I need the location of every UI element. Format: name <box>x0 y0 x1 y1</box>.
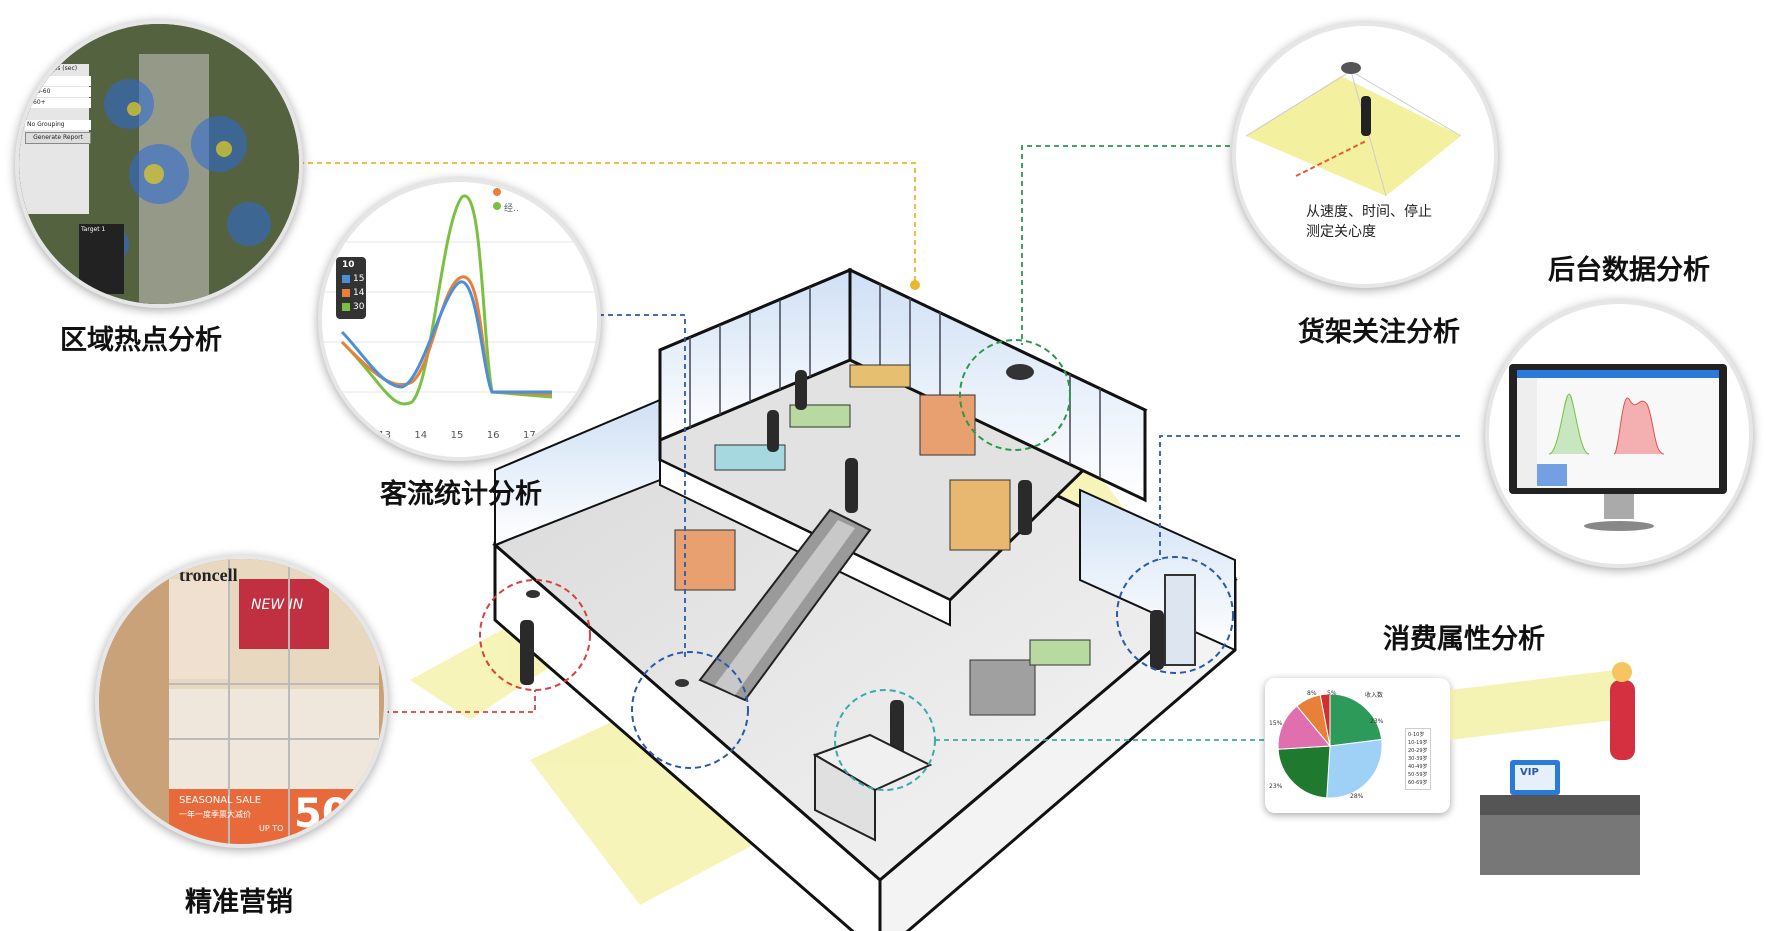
sale-subtext: 一年一度季票大减价 <box>179 810 251 819</box>
escalator <box>698 508 872 702</box>
camera-icons <box>526 364 1034 687</box>
yellow-connector-dot <box>910 280 920 290</box>
upto-text: UP TO <box>259 824 284 833</box>
heatmap-circle: Groups (sec) 0-30 30-60 60+ No Grouping … <box>15 20 303 308</box>
heatmap-image <box>19 24 299 304</box>
x-axis-ticks: 12 13 14 15 16 17 18 <box>342 430 572 441</box>
tooltip-x: 10 <box>342 260 355 270</box>
lower-floor <box>492 393 1238 931</box>
legend-title: 收入数 <box>1365 692 1384 699</box>
shelf-caption-line1: 从速度、时间、停止 <box>1306 204 1432 220</box>
legend-item: 40-49岁 <box>1408 764 1428 770</box>
legend-item: 60-69岁 <box>1408 780 1428 786</box>
x-tick: 12 <box>342 430 355 441</box>
pie-slice <box>1326 738 1383 799</box>
traffic-chart-circle: 10 15 14 30 经.. 12 13 14 15 16 17 18 <box>318 178 601 461</box>
groups-caption: Groups (sec) <box>39 65 78 72</box>
traffic-label: 客流统计分析 <box>380 479 542 510</box>
consumer-label: 消费属性分析 <box>1383 624 1545 655</box>
x-tick: 14 <box>414 430 428 441</box>
shelf-circle: 从速度、时间、停止 测定关心度 <box>1232 22 1498 288</box>
pie-legend: 0-10岁 10-19岁 20-29岁 30-39岁 40-49岁 50-59岁… <box>1405 728 1431 790</box>
connector-lines <box>290 145 1460 741</box>
tooltip-value-1: 15 <box>353 274 365 284</box>
tooltip-value-3: 30 <box>353 302 365 312</box>
info-kiosk <box>1164 574 1196 666</box>
shelf-camera-diagram <box>1245 62 1462 197</box>
pie-label: 28% <box>1350 793 1364 800</box>
shelf-label: 货架关注分析 <box>1298 317 1460 348</box>
group-row-3[interactable]: 60+ <box>31 98 91 108</box>
shelf-caption-line2: 测定关心度 <box>1306 224 1376 240</box>
legend-item: 0-10岁 <box>1408 732 1425 738</box>
marketing-label: 精准营销 <box>185 887 293 918</box>
register-title: 前台收 <box>1515 751 1536 759</box>
digital-signage-image <box>99 559 384 844</box>
pie-slice <box>1277 705 1332 750</box>
legend-item: 10-19岁 <box>1408 740 1428 746</box>
pie-label: 23% <box>1370 718 1384 725</box>
marketing-circle: troncell NEW IN SEASONAL SALE 一年一度季票大减价 … <box>95 555 388 848</box>
x-tick: 18 <box>559 430 572 441</box>
group-row-1[interactable]: 0-30 <box>31 76 91 86</box>
heatmap-label: 区域热点分析 <box>60 325 222 356</box>
pie-label: 8% <box>1307 690 1317 697</box>
pie-label: 15% <box>1269 720 1283 727</box>
x-tick: 16 <box>486 430 500 441</box>
legend-item: 50-59岁 <box>1408 772 1428 778</box>
legend-item: 30-39岁 <box>1408 756 1428 762</box>
traffic-legend-partial: 经.. <box>504 204 519 214</box>
generate-report-button[interactable]: Generate Report <box>25 132 91 144</box>
consumer-pie-chart <box>1277 693 1383 799</box>
backend-label: 后台数据分析 <box>1548 255 1710 286</box>
x-tick: 15 <box>450 430 464 441</box>
traffic-line-chart <box>322 188 597 406</box>
pie-label: 23% <box>1269 783 1283 790</box>
heatmap-panel: Groups (sec) 0-30 30-60 60+ No Grouping … <box>25 64 91 144</box>
cashier-scene <box>1450 662 1640 875</box>
pie-slice <box>1319 693 1331 747</box>
sale-text: SEASONAL SALE <box>179 795 262 806</box>
x-tick: 13 <box>378 430 391 441</box>
monitor-icon <box>1509 364 1727 531</box>
checkout-counter <box>812 733 933 842</box>
brand-name: troncell <box>179 565 238 585</box>
pie-slice <box>1277 745 1331 799</box>
pie-slice <box>1329 693 1383 747</box>
consumer-pie-card: 8% 5% 23% 28% 23% 15% 收入数 0-10岁 10-19岁 2… <box>1265 678 1450 813</box>
pie-label: 5% <box>1327 690 1337 697</box>
vip-label: VIP <box>1520 767 1539 778</box>
backend-circle <box>1485 300 1753 568</box>
new-in-text: NEW IN <box>251 597 304 613</box>
legend-item: 20-29岁 <box>1408 748 1428 754</box>
big-number: 50 <box>294 791 350 837</box>
heatmap-target-label: Target 1 <box>81 226 106 233</box>
tooltip-value-2: 14 <box>353 288 365 298</box>
x-tick: 17 <box>523 430 536 441</box>
grouping-select[interactable]: No Grouping <box>25 120 91 130</box>
group-row-2[interactable]: 30-60 <box>31 87 91 97</box>
